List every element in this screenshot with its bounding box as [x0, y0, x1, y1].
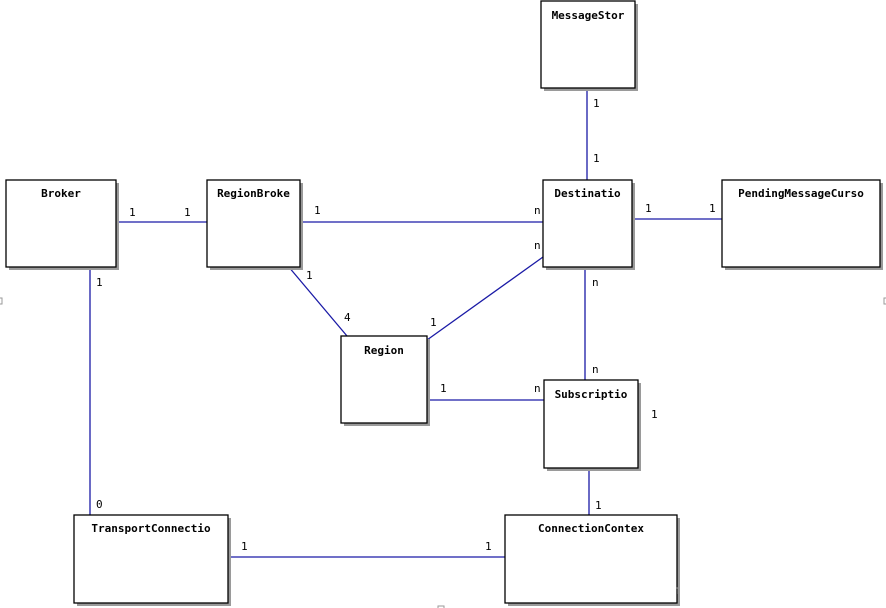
- class-name: Region: [364, 344, 404, 357]
- association-destination-region: n1: [426, 239, 544, 341]
- multiplicity-destination: 1: [645, 202, 652, 215]
- class-name: Destinatio: [554, 187, 621, 200]
- canvas-edge-mark-right: [883, 297, 886, 305]
- association-line[interactable]: [426, 256, 544, 341]
- association-destination-subscription: nn: [584, 267, 599, 380]
- multiplicity-connection-context: 1: [595, 499, 602, 512]
- class-transport-connection[interactable]: TransportConnectio: [73, 514, 231, 606]
- multiplicity-transport-connection: 1: [241, 540, 248, 553]
- multiplicity-subscription: n: [534, 382, 541, 395]
- class-region[interactable]: Region: [340, 335, 430, 426]
- class-name: MessageStor: [552, 9, 625, 22]
- class-box[interactable]: [73, 514, 229, 604]
- class-region-broker[interactable]: RegionBroke: [206, 179, 303, 270]
- multiplicity-region-broker: 1: [314, 204, 321, 217]
- multiplicity-message-store: 1: [593, 97, 600, 110]
- canvas-edge-mark-bottom-left: [437, 605, 445, 608]
- association-subscription-connection-context: 11: [588, 408, 658, 515]
- class-name: Subscriptio: [555, 388, 628, 401]
- class-box[interactable]: [721, 179, 881, 268]
- multiplicity-destination: n: [592, 276, 599, 289]
- canvas-edge-mark-left: [0, 297, 3, 305]
- multiplicity-region: 4: [344, 311, 351, 324]
- association-region-broker-region: 14: [287, 265, 351, 337]
- class-connection-context[interactable]: ConnectionContex: [504, 514, 680, 606]
- class-pending-message-cursor[interactable]: PendingMessageCurso: [721, 179, 883, 270]
- class-box[interactable]: [5, 179, 117, 268]
- class-broker[interactable]: Broker: [5, 179, 119, 270]
- multiplicity-transport-connection: 0: [96, 498, 103, 511]
- multiplicity-region-broker: 1: [306, 269, 313, 282]
- class-name: PendingMessageCurso: [738, 187, 864, 200]
- multiplicity-destination: n: [534, 239, 541, 252]
- class-name: TransportConnectio: [91, 522, 211, 535]
- class-box[interactable]: [340, 335, 428, 424]
- class-message-store[interactable]: MessageStor: [540, 0, 638, 91]
- canvas-edge-mark-bottom-right: [676, 587, 679, 594]
- class-subscription[interactable]: Subscriptio: [543, 379, 641, 471]
- class-box[interactable]: [543, 379, 639, 469]
- class-name: ConnectionContex: [538, 522, 644, 535]
- multiplicity-broker: 1: [129, 206, 136, 219]
- multiplicity-destination: n: [534, 204, 541, 217]
- class-name: Broker: [41, 187, 81, 200]
- multiplicity-destination: 1: [593, 152, 600, 165]
- multiplicity-region: 1: [440, 382, 447, 395]
- multiplicity-region-broker: 1: [184, 206, 191, 219]
- association-broker-transport-connection: 10: [89, 267, 103, 515]
- class-box[interactable]: [540, 0, 636, 89]
- association-line[interactable]: [287, 265, 348, 337]
- canvas-edge-marks: [0, 297, 886, 608]
- class-box[interactable]: [206, 179, 301, 268]
- class-box[interactable]: [542, 179, 633, 268]
- multiplicity-region: 1: [430, 316, 437, 329]
- multiplicity-subscription: n: [592, 363, 599, 376]
- class-box[interactable]: [504, 514, 678, 604]
- class-name: RegionBroke: [217, 187, 290, 200]
- multiplicity-broker: 1: [96, 276, 103, 289]
- class-destination[interactable]: Destinatio: [542, 179, 635, 270]
- multiplicity-connection-context: 1: [485, 540, 492, 553]
- association-message-store-destination: 11: [586, 88, 600, 180]
- multiplicity-subscription: 1: [651, 408, 658, 421]
- multiplicity-pending-message-cursor: 1: [709, 202, 716, 215]
